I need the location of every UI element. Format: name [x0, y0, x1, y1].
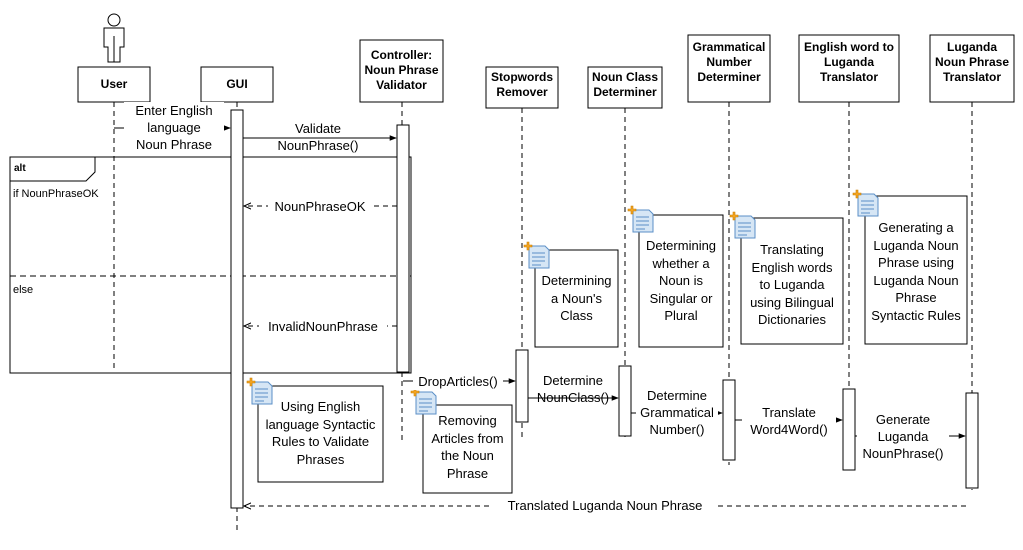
message-nounphrase-ok: NounPhraseOK — [268, 198, 372, 215]
alt-guard-1: if NounPhraseOK — [13, 188, 99, 200]
note-icon — [729, 211, 756, 239]
message-validate: Validate NounPhrase() — [277, 121, 359, 153]
participant-boxes — [77, 34, 1015, 109]
participant-stopwords-label: Stopwords Remover — [491, 70, 553, 99]
participant-grammatical-label: Grammatical Number Determiner — [692, 40, 766, 84]
note-icon — [523, 241, 550, 269]
note-nounclass-text: Determining whether a Noun is Singular o… — [645, 238, 717, 323]
user-actor-icon — [103, 13, 125, 63]
participant-translator-label: English word to Luganda Translator — [804, 40, 894, 84]
note-icon — [410, 387, 437, 415]
note-translator-text: Generating a Luganda Noun Phrase using L… — [871, 220, 961, 323]
note-grammatical-text: Translating English words to Luganda usi… — [750, 242, 834, 327]
message-generate-luganda: Generate Luganda NounPhrase() — [857, 411, 949, 462]
message-translated-luganda: Translated Luganda Noun Phrase — [492, 497, 718, 514]
alt-guard-2: else — [13, 284, 34, 296]
note-boxes — [257, 195, 968, 494]
activations — [230, 109, 979, 509]
message-determine-nounclass: Determine NounClass() — [536, 373, 610, 405]
note-stopwords-text: Determining a Noun's Class — [541, 273, 612, 323]
message-enter-noun-phrase: Enter English language Noun Phrase — [124, 102, 224, 153]
alt-fragment-frame — [9, 156, 412, 374]
participant-user-label: User — [100, 77, 128, 91]
message-invalid-nounphrase: InvalidNounPhrase — [259, 318, 387, 335]
note-controller-text: Removing Articles from the Noun Phrase — [431, 413, 504, 481]
message-drop-articles: DropArticles() — [413, 373, 503, 390]
note-icon — [852, 189, 879, 217]
participant-gui-label: GUI — [226, 77, 248, 91]
participant-controller-label: Controller: Noun Phrase Validator — [364, 48, 439, 92]
note-gui-text: Using English language Syntactic Rules t… — [265, 399, 376, 467]
alt-operator-label: alt — [14, 163, 26, 174]
note-icon — [627, 205, 654, 233]
participant-nounclass-label: Noun Class Determiner — [591, 70, 658, 99]
message-translate-word4word: Translate Word4Word() — [742, 404, 836, 438]
participant-luganda-label: Luganda Noun Phrase Translator — [934, 40, 1009, 84]
message-determine-grammatical-number: Determine Grammatical Number() — [636, 387, 718, 438]
